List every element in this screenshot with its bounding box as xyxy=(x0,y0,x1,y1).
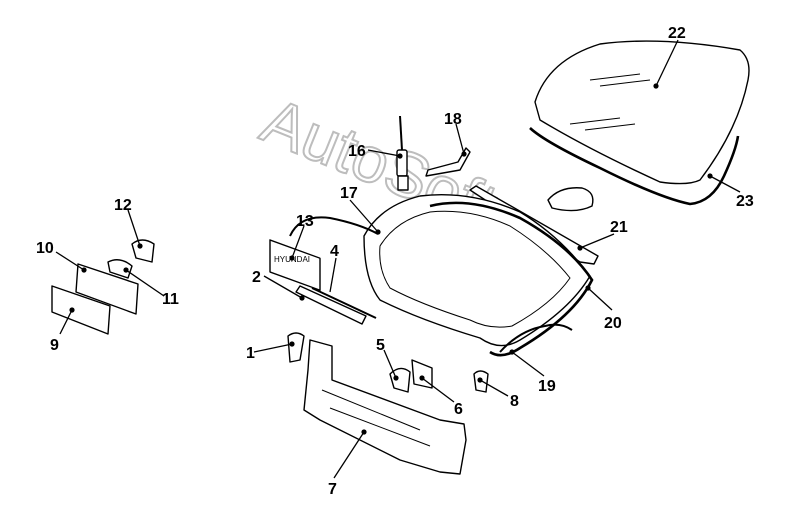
hyundai-emblem: HYUNDAI xyxy=(269,239,321,291)
callout-labels: 1 2 4 5 6 7 8 9 10 11 12 13 16 17 18 19 … xyxy=(36,25,754,498)
rear-panel xyxy=(303,339,467,475)
callout-12: 12 xyxy=(114,197,132,214)
license-lamp xyxy=(107,259,133,279)
callout-19: 19 xyxy=(538,378,556,395)
license-plate-bracket xyxy=(51,285,111,335)
callout-23: 23 xyxy=(736,193,754,210)
callout-10: 10 xyxy=(36,240,54,257)
callout-17: 17 xyxy=(340,185,358,202)
callout-11: 11 xyxy=(162,291,179,308)
license-plate xyxy=(75,263,139,315)
high-mount-stop-lamp xyxy=(547,187,594,212)
callout-7: 7 xyxy=(328,481,337,498)
rear-window-glass xyxy=(534,40,750,185)
callout-22: 22 xyxy=(668,25,686,42)
leader-lines xyxy=(55,39,741,479)
glass-seal xyxy=(529,127,740,206)
leader-dots xyxy=(69,83,713,435)
trunk-release-cable xyxy=(499,323,573,353)
license-lamp-housing xyxy=(131,239,155,263)
callout-5: 5 xyxy=(376,337,385,354)
callout-4: 4 xyxy=(330,243,339,260)
callout-18: 18 xyxy=(444,111,462,128)
trunk-lid-garnish xyxy=(295,285,367,325)
callout-8: 8 xyxy=(510,393,519,410)
callout-20: 20 xyxy=(604,315,622,332)
trunk-opening-seal xyxy=(429,201,594,357)
callout-9: 9 xyxy=(50,337,59,354)
callout-16: 16 xyxy=(348,143,366,160)
callout-2: 2 xyxy=(252,269,261,286)
torsion-bar xyxy=(289,216,379,237)
callout-13: 13 xyxy=(296,213,314,230)
trunk-garnish-strip xyxy=(311,287,377,319)
trunk-lock-cylinder xyxy=(287,332,305,363)
callout-1: 1 xyxy=(246,345,255,362)
callout-6: 6 xyxy=(454,401,463,418)
trunk-hinge xyxy=(425,147,471,177)
trunk-lid xyxy=(363,194,591,347)
callout-21: 21 xyxy=(610,219,628,236)
trunk-strut xyxy=(396,115,409,191)
